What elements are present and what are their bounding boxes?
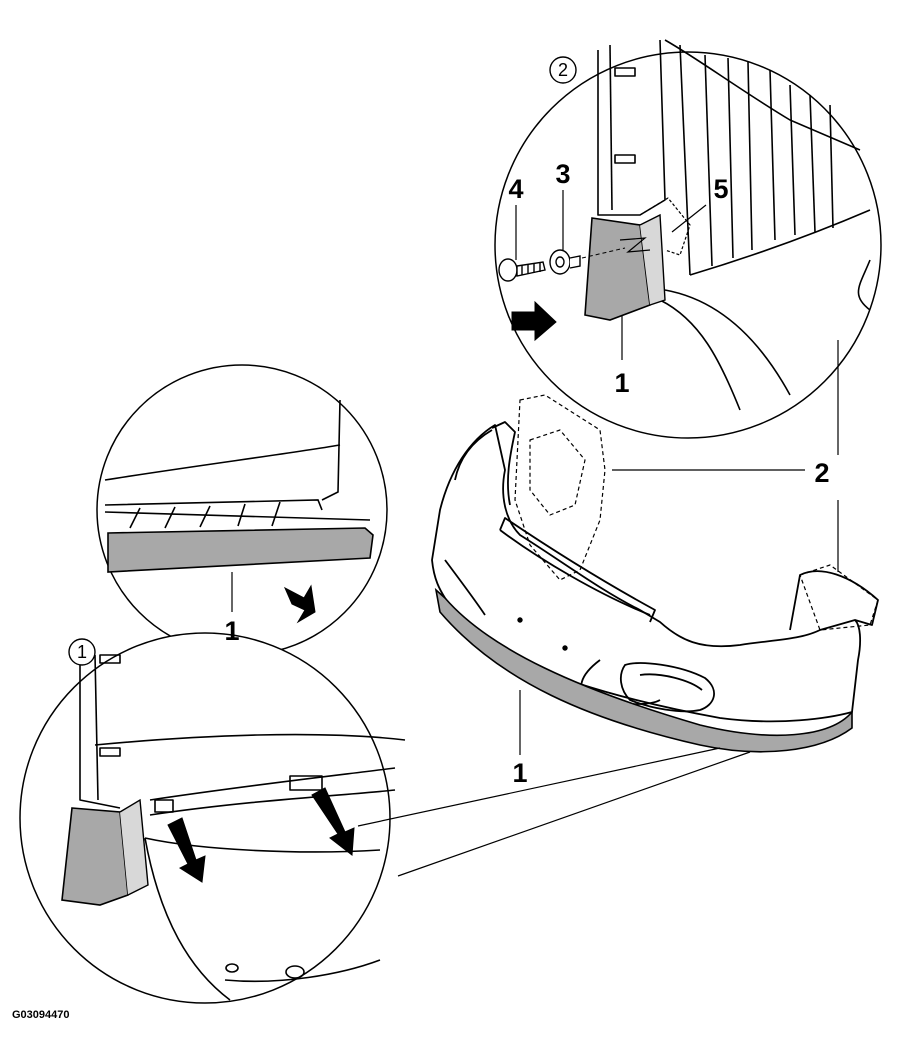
callout-detail2-bracket: 1 xyxy=(614,368,629,398)
direction-arrow-icon xyxy=(511,300,557,342)
svg-text:2: 2 xyxy=(558,60,568,80)
direction-arrow-icon xyxy=(167,817,206,883)
detail-2-magnifier xyxy=(494,39,882,439)
clip-nut-icon xyxy=(549,249,581,275)
callout-main-liner: 2 xyxy=(814,458,829,488)
mounting-bracket xyxy=(584,217,651,321)
figure-id: G03094470 xyxy=(12,1009,70,1021)
callout-detail2-screw: 4 xyxy=(508,174,523,204)
spoiler-edge-section xyxy=(107,527,374,573)
direction-arrow-icon xyxy=(311,787,355,856)
detail-1-magnifier xyxy=(19,632,406,1004)
lip-spoiler xyxy=(434,587,853,753)
callout-detail2-tab: 5 xyxy=(713,174,728,204)
connector-lines xyxy=(357,340,839,877)
callout-detail2-clip-nut: 3 xyxy=(555,159,570,189)
direction-arrow-icon xyxy=(283,584,316,624)
detail-2-marker: 2 xyxy=(549,56,577,84)
front-bumper xyxy=(431,394,879,723)
callout-detail3-spoiler: 1 xyxy=(224,616,239,646)
mounting-bracket xyxy=(61,807,129,906)
detail-3-magnifier xyxy=(96,364,388,656)
callout-main-spoiler: 1 xyxy=(512,758,527,788)
screw-icon xyxy=(498,258,546,282)
callout-labels: 4 3 5 1 2 1 1 xyxy=(224,159,829,788)
detail-1-marker: 1 xyxy=(68,638,96,666)
svg-text:1: 1 xyxy=(77,642,87,662)
